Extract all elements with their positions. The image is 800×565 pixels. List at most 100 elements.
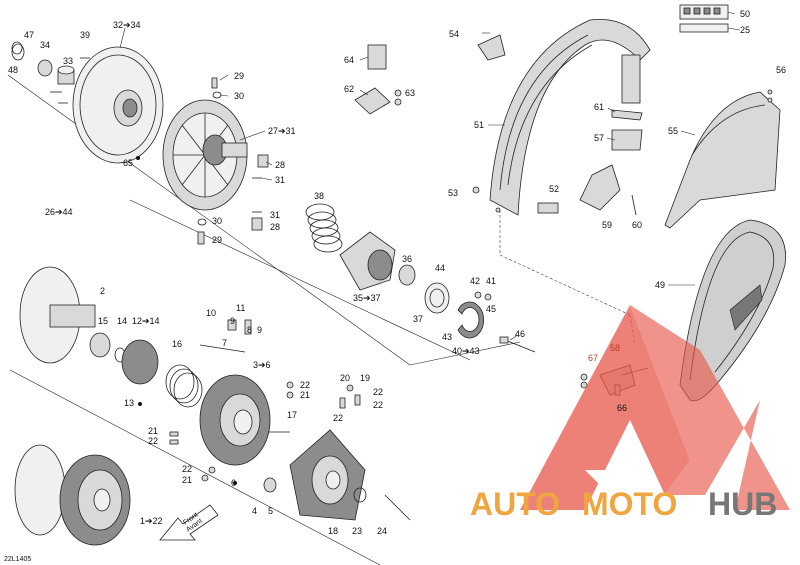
watermark-logo xyxy=(520,305,790,510)
callout-22f: 22 xyxy=(333,413,343,423)
label-decals xyxy=(679,4,729,33)
callout-29a: 29 xyxy=(234,71,244,81)
callout-53: 53 xyxy=(448,188,458,198)
callout-9: 9 xyxy=(257,325,262,335)
callout-36: 36 xyxy=(402,254,412,264)
callout-67: 67 xyxy=(588,353,598,363)
callout-56: 56 xyxy=(776,65,786,75)
callout-20: 20 xyxy=(340,373,350,383)
callout-37: 37 xyxy=(413,314,423,324)
callout-21b: 21 xyxy=(148,426,158,436)
driven-pulley-assembly xyxy=(14,444,237,546)
callout-labels: 47 48 34 33 39 32➔34 29 30 27➔31 65 28 3… xyxy=(4,9,786,563)
callout-62: 62 xyxy=(344,84,354,94)
callout-17: 17 xyxy=(287,410,297,420)
callout-61: 61 xyxy=(594,102,604,112)
callout-30b: 30 xyxy=(212,216,222,226)
watermark-auto: AUTO xyxy=(470,486,560,522)
callout-4: 4 xyxy=(252,506,257,516)
callout-44: 44 xyxy=(435,263,445,273)
callout-43: 43 xyxy=(442,332,452,342)
callout-14: 14 xyxy=(117,316,127,326)
callout-8: 8 xyxy=(247,325,252,335)
callout-55: 55 xyxy=(668,126,678,136)
callout-65: 65 xyxy=(123,158,133,168)
callout-15: 15 xyxy=(98,316,108,326)
callout-2: 2 xyxy=(100,286,105,296)
driven-pulley-cam xyxy=(199,374,271,466)
callout-26-44: 26➔44 xyxy=(45,207,73,217)
callout-leaders xyxy=(119,11,741,341)
callout-35-37: 35➔37 xyxy=(353,293,381,303)
callout-30a: 30 xyxy=(234,91,244,101)
callout-46: 46 xyxy=(515,329,525,339)
callout-16: 16 xyxy=(172,339,182,349)
diagram-code: 22L1405 xyxy=(4,556,31,563)
callout-48: 48 xyxy=(8,65,18,75)
drive-belt-49 xyxy=(679,219,786,402)
callout-19: 19 xyxy=(360,373,370,383)
callout-22a: 22 xyxy=(300,380,310,390)
callout-25: 25 xyxy=(740,25,750,35)
callout-27-31: 27➔31 xyxy=(268,126,296,136)
watermark-text: AUTO MOTO HUB xyxy=(470,486,777,522)
callout-57: 57 xyxy=(594,133,604,143)
callout-47: 47 xyxy=(24,30,34,40)
callout-34: 34 xyxy=(40,40,50,50)
small-parts-lower xyxy=(169,319,361,482)
callout-1-22: 1➔22 xyxy=(140,516,163,526)
callout-51: 51 xyxy=(474,120,484,130)
callout-40-43: 40➔43 xyxy=(452,346,480,356)
spring-38 xyxy=(305,203,343,253)
callout-63: 63 xyxy=(405,88,415,98)
drive-pulley-sliding-half xyxy=(162,99,248,211)
side-guard-55 xyxy=(664,89,781,229)
callout-21c: 21 xyxy=(182,475,192,485)
callout-60: 60 xyxy=(632,220,642,230)
callout-59: 59 xyxy=(602,220,612,230)
movable-sheave-18 xyxy=(263,429,411,521)
callout-54: 54 xyxy=(449,29,459,39)
callout-45: 45 xyxy=(486,304,496,314)
callout-31a: 31 xyxy=(275,175,285,185)
callout-31b: 31 xyxy=(270,210,280,220)
callout-22c: 22 xyxy=(373,400,383,410)
callout-28b: 28 xyxy=(270,222,280,232)
callout-32-34: 32➔34 xyxy=(113,20,141,30)
callout-52: 52 xyxy=(549,184,559,194)
watermark-moto: MOTO xyxy=(582,486,677,522)
callout-18: 18 xyxy=(328,526,338,536)
callout-22e: 22 xyxy=(182,464,192,474)
callout-11: 11 xyxy=(236,303,245,313)
callout-10: 10 xyxy=(206,308,216,318)
callout-3-6: 3➔6 xyxy=(253,360,271,370)
front-direction-arrow: Front Avant xyxy=(159,504,219,541)
callout-23: 23 xyxy=(352,526,362,536)
belt-guard-arch xyxy=(477,18,651,216)
callout-64: 64 xyxy=(344,55,354,65)
callout-42: 42 xyxy=(470,276,480,286)
callout-50: 50 xyxy=(740,9,750,19)
callout-5: 5 xyxy=(268,506,273,516)
callout-29b: 29 xyxy=(212,235,222,245)
callout-7: 7 xyxy=(222,338,227,348)
driven-pulley-half xyxy=(19,266,203,408)
callout-13: 13 xyxy=(124,398,134,408)
governor-cup xyxy=(339,231,536,353)
callout-58: 58 xyxy=(610,343,620,353)
callout-38: 38 xyxy=(314,191,324,201)
callout-33: 33 xyxy=(63,56,73,66)
callout-22b: 22 xyxy=(373,387,383,397)
callout-66: 66 xyxy=(617,403,627,413)
callout-12-14: 12➔14 xyxy=(132,316,160,326)
callout-9-left: 9 xyxy=(230,316,235,326)
small-parts-left xyxy=(11,41,269,245)
callout-24: 24 xyxy=(377,526,387,536)
watermark-hub: HUB xyxy=(708,486,777,522)
callout-22d: 22 xyxy=(148,436,158,446)
callout-41: 41 xyxy=(486,276,496,286)
callout-21a: 21 xyxy=(300,390,310,400)
callout-49: 49 xyxy=(655,280,665,290)
drive-pulley-fixed-half xyxy=(72,46,164,164)
